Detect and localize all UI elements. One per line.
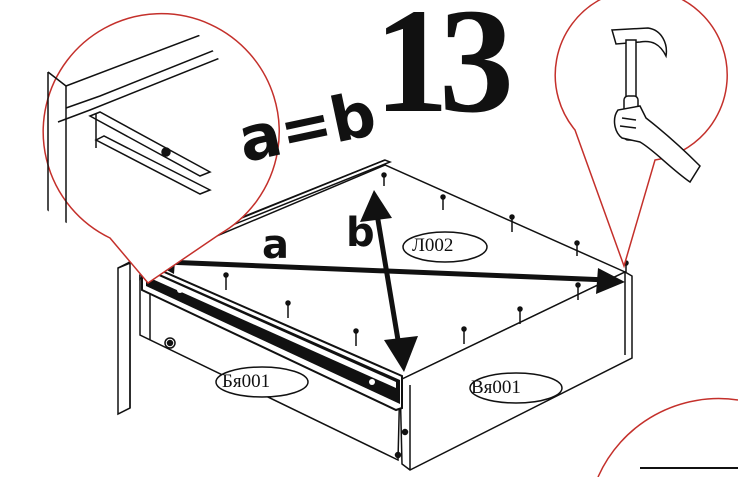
next-callout (597, 397, 738, 478)
diagonal-b-label: b (346, 210, 375, 256)
part-tag-oval (215, 366, 309, 398)
diagonal-a-label: a (262, 222, 289, 268)
front-panel (394, 271, 633, 471)
nail-icon (223, 272, 229, 290)
hand-icon (613, 105, 701, 184)
nail-icon (285, 300, 291, 318)
part-tag-front-panel: Вя001 (471, 377, 521, 398)
nail-icon (517, 306, 523, 324)
hammer-callout (554, 0, 728, 269)
part-tag-left-panel: Бя001 (222, 371, 271, 392)
drawer-rail (141, 262, 403, 412)
nail-icon (575, 282, 581, 300)
part-tag-oval (402, 231, 488, 263)
step-number: 13 (374, 0, 514, 144)
rail-detail (42, 13, 280, 285)
nail-icon (440, 194, 446, 210)
part-tag-top-panel: Л002 (412, 235, 454, 256)
nail-icon (574, 240, 580, 256)
diagonal-arrow-icon (360, 190, 418, 372)
nail-icon (509, 214, 515, 232)
nail-icon (381, 172, 387, 186)
nail-icon (461, 326, 467, 344)
part-tag-oval (469, 372, 563, 404)
nail-icon (353, 328, 359, 346)
